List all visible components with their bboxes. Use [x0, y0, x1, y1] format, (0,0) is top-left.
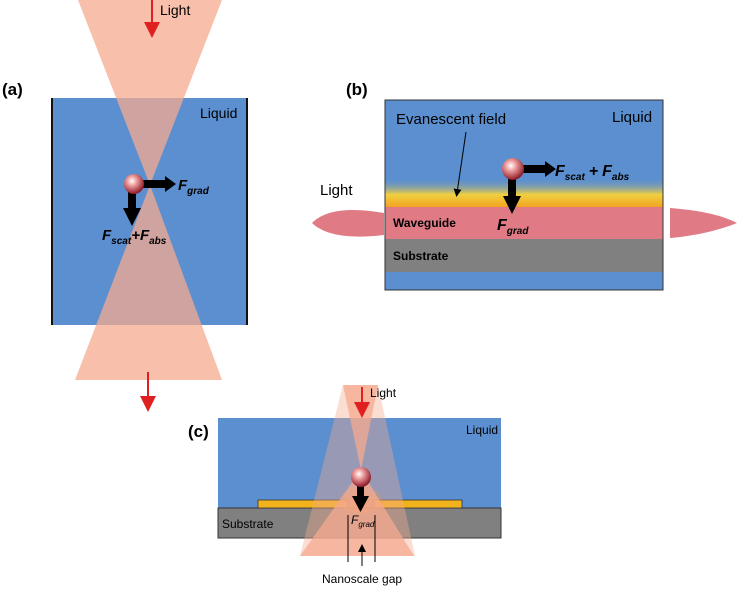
panel-a-liquid-label: Liquid	[200, 105, 237, 121]
panel-a-light-label: Light	[160, 2, 190, 18]
panel-b-evanescent-field	[385, 178, 663, 208]
panel-c-substrate-label: Substrate	[222, 517, 274, 531]
panel-b-waveguide-label: Waveguide	[393, 216, 456, 230]
panel-b-evanescent-label: Evanescent field	[396, 111, 506, 128]
panel-b-input-light-lobe	[312, 210, 384, 237]
panel-c-grad-arrow-shaft	[357, 484, 364, 498]
panel-c-grad-arrow-head	[352, 496, 369, 512]
panel-a-scat-arrow-shaft	[128, 190, 136, 210]
panel-c-particle	[351, 467, 371, 487]
panel-b-tag: (b)	[346, 80, 368, 99]
panel-b-scat-arrow-shaft	[522, 165, 546, 173]
panel-c-liquid-label: Liquid	[466, 423, 498, 437]
panel-a-grad-arrow-shaft	[142, 180, 166, 188]
panel-b-force-scat-abs: Fscat+Fabs	[555, 163, 630, 183]
panel-b-evanescent-pointer	[453, 131, 467, 197]
panel-c: (c) Light Liquid Substrate Fgrad Nanosca…	[188, 385, 502, 586]
panel-b-scat-arrow-head	[545, 161, 556, 177]
panel-a: Light (a) Liquid Fgrad Fscat+Fabs	[2, 0, 248, 412]
panel-b-grad-arrow-shaft	[508, 178, 516, 198]
panel-c-tag: (c)	[188, 422, 209, 441]
panel-b: (b) Liquid Evanescent field Light Wavegu…	[312, 80, 737, 291]
panel-a-force-grad: Fgrad	[178, 177, 210, 197]
panel-a-particle	[124, 174, 144, 194]
panel-b-output-light-lobe	[670, 208, 737, 238]
panel-b-substrate-label: Substrate	[393, 249, 449, 263]
panel-b-outline	[384, 99, 664, 291]
panel-c-light-beam	[300, 385, 414, 556]
panel-a-force-scat-abs: Fscat+Fabs	[102, 227, 167, 247]
panel-c-gap-label: Nanoscale gap	[322, 572, 402, 586]
panel-b-waveguide	[385, 207, 663, 239]
panel-b-substrate	[385, 239, 663, 272]
panel-b-particle	[502, 158, 524, 180]
panel-b-light-label: Light	[320, 182, 353, 199]
panel-c-light-label: Light	[370, 386, 397, 400]
panel-a-grad-arrow-head	[165, 176, 176, 192]
panel-a-scat-arrow-head	[123, 208, 141, 226]
panel-c-force-grad: Fgrad	[351, 513, 375, 529]
panel-b-liquid-label: Liquid	[612, 109, 652, 126]
panel-b-force-grad: Fgrad	[497, 217, 529, 237]
panel-a-tag: (a)	[2, 80, 23, 99]
panel-a-light-beam	[75, 0, 222, 380]
panel-b-grad-arrow-head	[503, 196, 521, 214]
